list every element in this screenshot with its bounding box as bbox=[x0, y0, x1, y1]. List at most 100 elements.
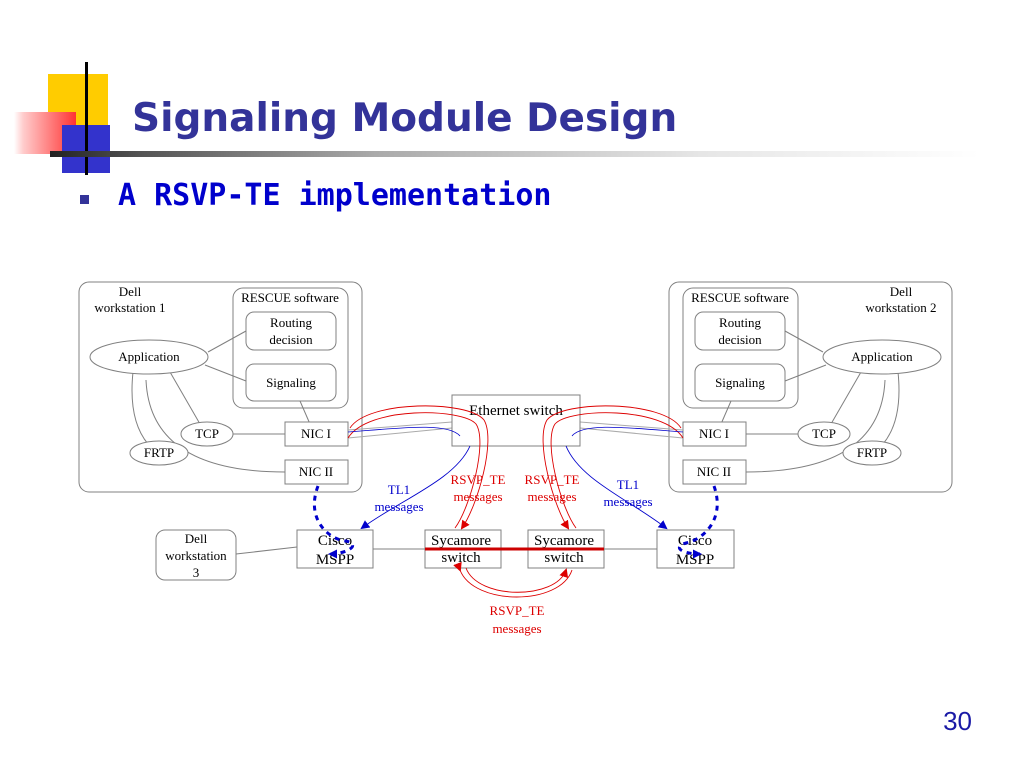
workstation3-mspp-link bbox=[235, 546, 298, 555]
left-workstation-box bbox=[78, 281, 363, 493]
right-workstation-name: Dell bbox=[890, 284, 913, 299]
right-app-frtp-link bbox=[882, 371, 900, 445]
tl1-left-label: TL1 bbox=[388, 482, 410, 497]
rsvp-right-signaling-arrow bbox=[542, 405, 682, 530]
left-workstation-name: workstation 1 bbox=[94, 300, 165, 315]
left-app-tcp-link bbox=[169, 371, 201, 425]
left-tcp-label: TCP bbox=[195, 426, 219, 441]
left-routing-decision-label: decision bbox=[269, 332, 313, 347]
rsvp-bottom-label: RSVP_TE bbox=[490, 603, 545, 618]
right-workstation-box bbox=[668, 281, 953, 493]
rsvp-bottom-loop-arrow bbox=[465, 567, 569, 593]
left-sycamore-switch-label: Sycamore bbox=[431, 533, 491, 549]
left-nic1-box bbox=[284, 421, 349, 447]
rsvp-right-label: RSVP_TE bbox=[525, 472, 580, 487]
right-nic1-box bbox=[682, 421, 747, 447]
rsvp-right-label: messages bbox=[527, 489, 576, 504]
page-number: 30 bbox=[943, 706, 972, 736]
left-frtp-node bbox=[129, 440, 189, 466]
left-nic2-label: NIC II bbox=[299, 464, 333, 479]
left-nic2-box bbox=[284, 459, 349, 485]
rsvp-left-label: RSVP_TE bbox=[451, 472, 506, 487]
page-title: Signaling Module Design bbox=[132, 96, 678, 141]
bullet-marker bbox=[80, 195, 89, 204]
right-tcp-node bbox=[797, 421, 851, 447]
workstation3-label: workstation bbox=[165, 548, 227, 563]
left-cisco-mspp-box bbox=[296, 529, 374, 569]
tl1-right-label: messages bbox=[603, 494, 652, 509]
right-sycamore-switch-label: switch bbox=[544, 550, 584, 566]
tl1-left-arrow bbox=[360, 445, 471, 530]
left-sycamore-switch-label: switch bbox=[441, 550, 481, 566]
right-signaling-nic1-link bbox=[720, 400, 732, 425]
right-signaling-label: Signaling bbox=[715, 375, 765, 390]
right-nic1-label: NIC I bbox=[699, 426, 729, 441]
right-nic2-box bbox=[682, 459, 747, 485]
right-nic2-label: NIC II bbox=[697, 464, 731, 479]
left-app-frtp-link bbox=[131, 371, 149, 445]
right-routing-decision-label: decision bbox=[718, 332, 762, 347]
left-app-signaling-link bbox=[204, 364, 247, 382]
rsvp-left-signaling-arrow bbox=[349, 405, 489, 530]
title-underline bbox=[50, 151, 980, 157]
right-cisco-mspp-label: MSPP bbox=[676, 552, 714, 568]
right-frtp-node bbox=[842, 440, 902, 466]
left-application-label: Application bbox=[118, 349, 180, 364]
right-sycamore-switch-label: Sycamore bbox=[534, 533, 594, 549]
vertical-black-line bbox=[85, 62, 88, 175]
left-frtp-label: FRTP bbox=[144, 445, 174, 460]
left-routing-decision-label: Routing bbox=[270, 315, 312, 330]
left-workstation: Dell workstation 1 RESCUE software Routi… bbox=[78, 281, 363, 493]
left-rescue-software-label: RESCUE software bbox=[241, 290, 339, 305]
right-rescue-software-label: RESCUE software bbox=[691, 290, 789, 305]
right-nic2-mspp-dotted-link bbox=[678, 485, 719, 559]
left-cisco-mspp-label: Cisco bbox=[318, 533, 352, 549]
rsvp-bottom-loop-arrow bbox=[453, 561, 573, 598]
right-signaling-box bbox=[694, 363, 786, 402]
left-rescue-software-group bbox=[232, 287, 349, 409]
left-tcp-node bbox=[180, 421, 234, 447]
right-rescue-software-group bbox=[682, 287, 799, 409]
workstation3-label: Dell bbox=[185, 531, 208, 546]
left-cisco-mspp-label: MSPP bbox=[316, 552, 354, 568]
right-app-signaling-link bbox=[784, 364, 827, 382]
rsvp-right-signaling-arrow bbox=[550, 412, 684, 529]
ethernet-switch-box bbox=[451, 394, 581, 447]
right-workstation: Dell workstation 2 RESCUE software Routi… bbox=[668, 281, 953, 493]
rsvp-left-signaling-arrow bbox=[347, 412, 481, 529]
left-app-routing-link bbox=[207, 330, 247, 353]
left-signaling-label: Signaling bbox=[266, 375, 316, 390]
left-nic1-ethernet-link bbox=[347, 421, 453, 431]
right-nic1-ethernet-link bbox=[579, 421, 684, 431]
right-frtp-label: FRTP bbox=[857, 445, 887, 460]
right-nic1-ethernet-link bbox=[579, 427, 684, 439]
left-signaling-box bbox=[245, 363, 337, 402]
right-app-routing-link bbox=[784, 330, 824, 353]
title-decoration bbox=[0, 0, 140, 190]
left-application-node bbox=[89, 339, 209, 375]
left-workstation-name: Dell bbox=[119, 284, 142, 299]
left-nic1-label: NIC I bbox=[301, 426, 331, 441]
tl1-left-line bbox=[347, 426, 461, 437]
left-nic2-mspp-dotted-link bbox=[312, 485, 354, 559]
tl1-right-line bbox=[571, 426, 684, 437]
rsvp-left-label: messages bbox=[453, 489, 502, 504]
right-application-label: Application bbox=[851, 349, 913, 364]
left-nic1-ethernet-link bbox=[347, 427, 453, 439]
right-app-tcp-link bbox=[830, 371, 862, 425]
right-cisco-mspp-box bbox=[656, 529, 735, 569]
tl1-left-label: messages bbox=[374, 499, 423, 514]
right-tcp-label: TCP bbox=[812, 426, 836, 441]
bullet-text: A RSVP-TE implementation bbox=[118, 178, 552, 213]
workstation3-label: 3 bbox=[193, 565, 200, 580]
workstation3-box bbox=[155, 529, 237, 581]
tl1-right-label: TL1 bbox=[617, 477, 639, 492]
left-signaling-nic1-link bbox=[299, 400, 311, 425]
right-routing-decision-label: Routing bbox=[719, 315, 761, 330]
ethernet-switch-label: Ethernet switch bbox=[469, 403, 563, 419]
right-workstation-name: workstation 2 bbox=[865, 300, 936, 315]
tl1-right-arrow bbox=[565, 445, 668, 530]
right-application-node bbox=[822, 339, 942, 375]
rsvp-bottom-label: messages bbox=[492, 621, 541, 636]
